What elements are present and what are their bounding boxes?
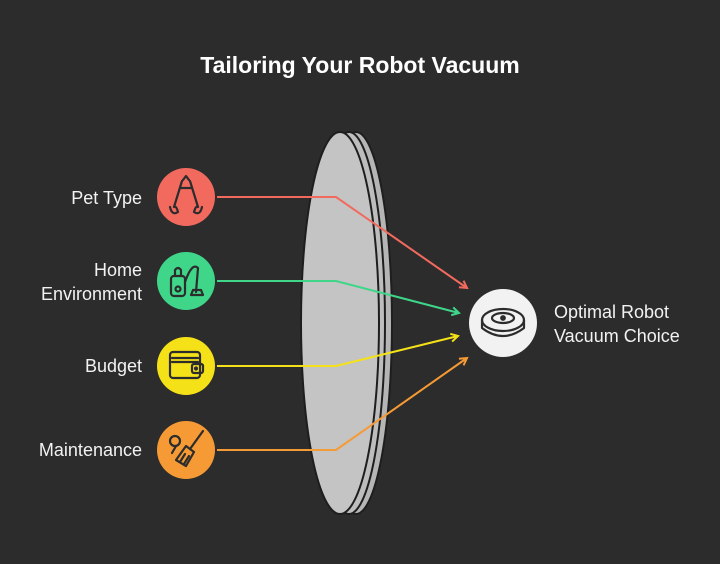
- nail-clippers-icon: [168, 174, 204, 215]
- label-pet-type: Pet Type: [71, 188, 142, 208]
- connector-maintenance: [217, 358, 467, 451]
- robot-vacuum-icon: [480, 307, 526, 338]
- connector-pet-type: [217, 196, 467, 288]
- label-home-environment: Home Environment: [40, 260, 142, 304]
- connector-home-environment: [217, 280, 459, 313]
- home-environment-node: [157, 252, 215, 310]
- maintenance-node: [157, 421, 215, 479]
- wallet-icon: [168, 350, 205, 380]
- vacuum-cleaner-icon: [169, 265, 205, 298]
- pet-type-node: [157, 168, 215, 226]
- label-budget: Budget: [84, 356, 142, 376]
- lens-filter: [300, 131, 393, 515]
- budget-node: [157, 337, 215, 395]
- diagram-title: Tailoring Your Robot Vacuum: [200, 52, 520, 78]
- connector-budget: [217, 336, 458, 367]
- output-node: [469, 289, 537, 357]
- broom-icon: [168, 429, 205, 468]
- label-output: Optimal Robot Vacuum Choice: [554, 302, 680, 346]
- label-maintenance: Maintenance: [38, 440, 142, 460]
